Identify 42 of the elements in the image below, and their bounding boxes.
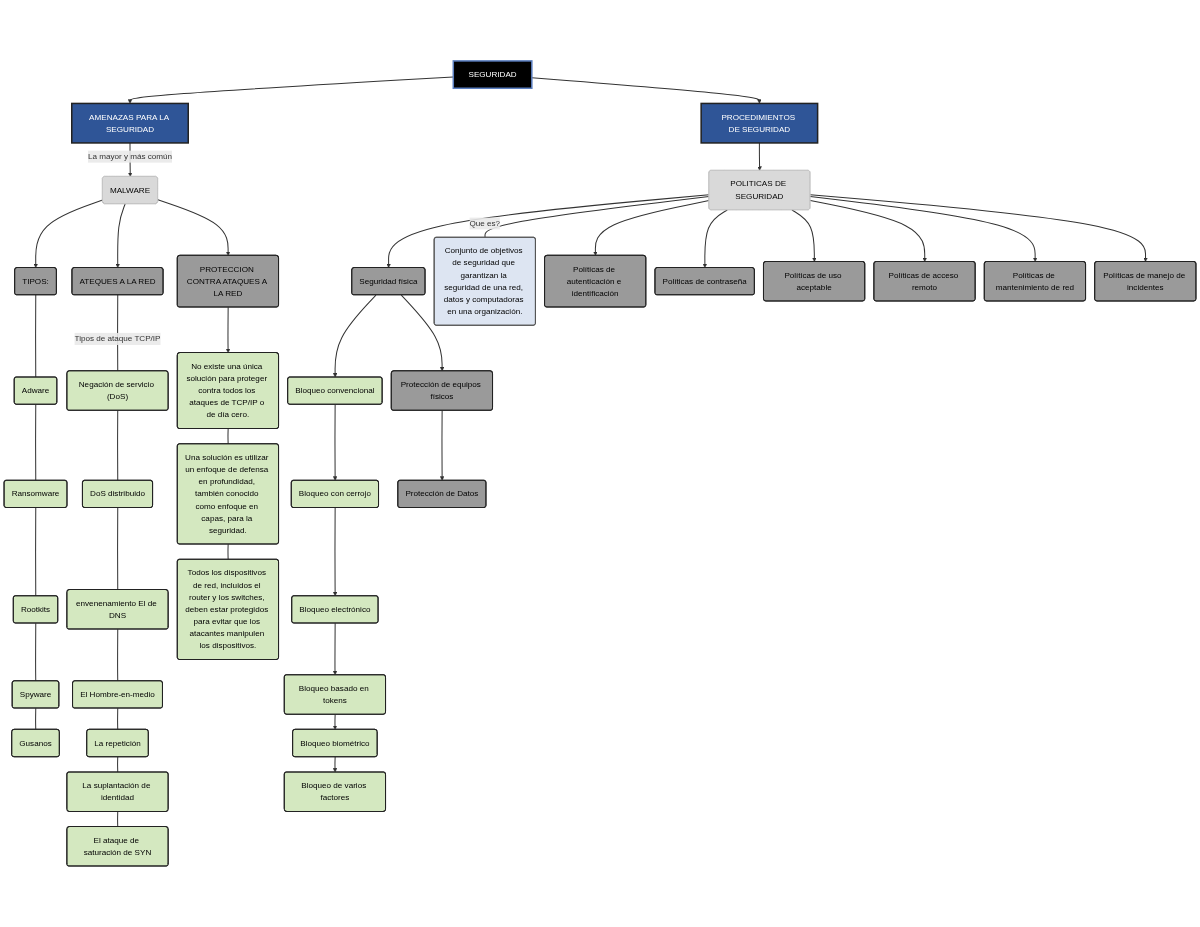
connector [117,756,119,773]
arrow [386,194,710,268]
connector [35,507,37,597]
edge-label: Tipos de ataque TCP/IP [74,334,161,343]
arrow [33,199,104,268]
arrow [400,294,445,372]
arrow [332,622,338,676]
edge-label: La mayor y más común [87,152,173,161]
arrow [757,142,762,171]
arrow [332,507,338,597]
connector [117,628,119,682]
arrow [809,200,927,262]
arrow [791,209,817,262]
connector [35,294,37,378]
arrow [127,76,454,104]
node-box: PROCEDIMIENTOS DE SEGURIDAD [700,102,819,144]
arrow [809,195,1038,262]
node-box: SEGURIDAD [452,60,533,89]
connector [35,622,37,682]
arrow [115,203,126,268]
arrow [332,713,338,730]
connector [35,707,37,731]
connector [117,707,119,731]
arrow [531,77,762,104]
connector [117,507,119,591]
connector [117,410,119,481]
node-box: AMENAZAS PARA LA SEGURIDAD [71,102,189,144]
arrow [702,209,728,268]
connector [484,195,710,238]
arrow [225,306,231,354]
connector [117,811,119,828]
arrow [332,756,338,773]
arrow [593,200,710,256]
connector [227,543,229,560]
arrow [157,199,231,256]
arrow [332,294,377,378]
edge-label: Que es? [469,218,501,228]
arrow [439,410,445,481]
arrow [809,194,1148,262]
connector [227,428,229,445]
arrow [332,404,338,481]
connector [35,404,37,481]
